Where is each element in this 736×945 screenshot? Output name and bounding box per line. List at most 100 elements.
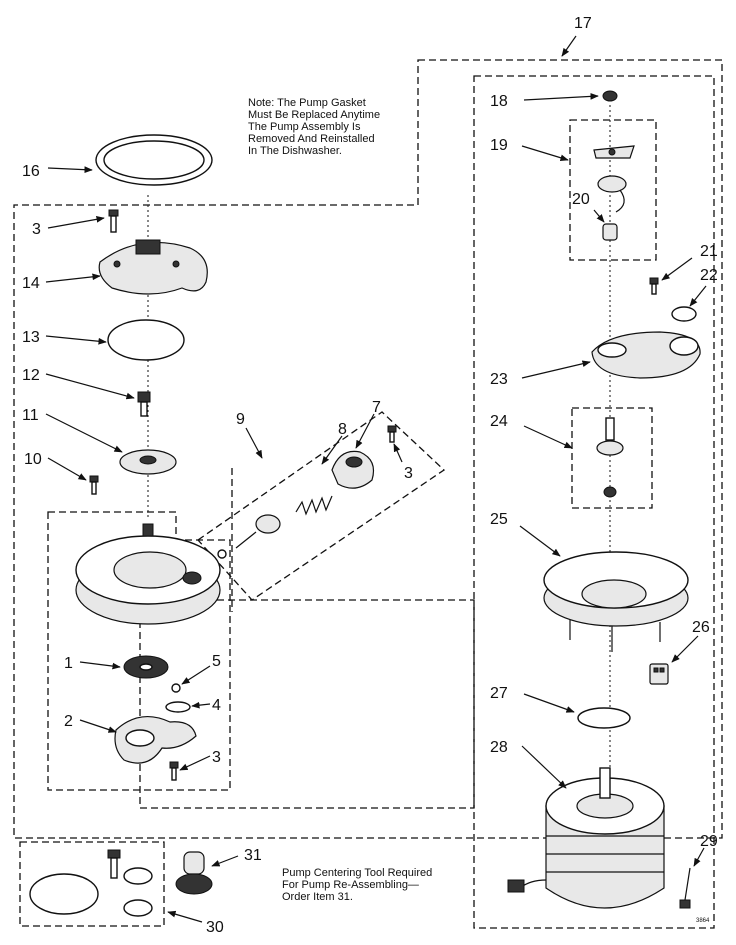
leader-8 [321, 435, 343, 465]
spring-8 [295, 495, 333, 516]
pump-gasket-16 [95, 134, 213, 186]
leader-25 [519, 525, 561, 557]
callout-11: 11 [22, 407, 39, 424]
leader-26 [671, 635, 699, 663]
seal-assembly-24 [596, 417, 624, 498]
callout-25: 25 [490, 511, 508, 528]
bolt-kit [107, 849, 121, 879]
filter-screen-1 [123, 655, 169, 679]
callout-3-kit: 3 [404, 465, 413, 482]
leader-3-kit [393, 443, 403, 463]
callout-17: 17 [574, 15, 592, 32]
leader-18 [523, 93, 599, 101]
pump-housing [75, 523, 221, 625]
callout-30: 30 [206, 919, 224, 936]
o-ring-4 [165, 701, 191, 713]
callout-4: 4 [212, 697, 221, 714]
item-9-kit-boundary [197, 411, 446, 601]
callout-8: 8 [338, 421, 347, 438]
callout-13: 13 [22, 329, 40, 346]
leader-3-bottom [179, 755, 211, 771]
leader-20 [593, 209, 605, 223]
impeller-11 [119, 449, 177, 475]
leader-22 [689, 285, 707, 307]
centering-tool-31 [175, 851, 213, 895]
leader-30 [167, 910, 203, 923]
leader-13 [45, 335, 107, 345]
motor-plate-23 [591, 331, 701, 379]
spring-clip [597, 175, 627, 213]
item-24-kit-boundary [571, 407, 653, 509]
callout-14: 14 [22, 275, 40, 292]
pump-cover-14 [98, 239, 208, 295]
pump-base-2 [114, 715, 197, 764]
screw-3-bottom [169, 761, 179, 781]
screw-3-top [108, 209, 119, 233]
nut-18 [602, 90, 618, 102]
item-19-kit-boundary [569, 119, 657, 261]
cam-19 [593, 145, 635, 159]
callout-16: 16 [22, 163, 40, 180]
seal-ring-13 [107, 319, 185, 361]
callout-19: 19 [490, 137, 508, 154]
diverter-valve-7 [331, 450, 375, 489]
leader-12 [45, 373, 135, 400]
callout-20: 20 [572, 191, 590, 208]
callout-31: 31 [244, 847, 262, 864]
plunger [217, 514, 281, 559]
bolt-12 [137, 391, 151, 417]
callout-29: 29 [700, 833, 718, 850]
screw-3-kit [387, 425, 397, 443]
leader-27 [523, 693, 575, 713]
screw-21 [649, 277, 659, 295]
grommet-22 [671, 306, 697, 322]
pump-housing-group-boundary [47, 511, 231, 791]
callout-22: 22 [700, 267, 718, 284]
leader-28 [521, 745, 567, 789]
callout-3-top: 3 [32, 221, 41, 238]
drawing-code: 3864 [696, 918, 710, 924]
item-30-kit-boundary [19, 841, 165, 927]
callout-10: 10 [24, 451, 42, 468]
terminal-block-26 [649, 663, 669, 685]
callout-1: 1 [64, 655, 73, 672]
motor-mount-25 [543, 551, 689, 652]
leader-23 [521, 360, 591, 379]
callout-28: 28 [490, 739, 508, 756]
callout-21: 21 [700, 243, 718, 260]
centering-tool-note: Pump Centering Tool Required For Pump Re… [282, 867, 433, 903]
check-ball-5 [171, 683, 181, 693]
callout-12: 12 [22, 367, 40, 384]
pump-gasket-note: Note: The Pump Gasket Must Be Replaced A… [248, 97, 381, 157]
leader-3-top [47, 216, 105, 229]
callout-24: 24 [490, 413, 508, 430]
callout-2: 2 [64, 713, 73, 730]
motor-bolt-29 [679, 867, 691, 909]
leader-19 [521, 145, 569, 162]
grommet-kit [123, 867, 153, 885]
callout-7: 7 [372, 399, 381, 416]
gasket-ring-kit [29, 873, 99, 915]
lower-pump-boundary [139, 599, 475, 809]
leader-4 [191, 701, 211, 709]
item-17-outer-boundary [13, 59, 723, 839]
callout-23: 23 [490, 371, 508, 388]
slinger-disc-27 [577, 707, 631, 729]
leader-16 [47, 166, 93, 174]
leader-11 [45, 413, 123, 453]
leader-2 [79, 719, 117, 733]
leader-31 [211, 855, 239, 867]
seal-kit [123, 899, 153, 917]
leader-14 [45, 273, 101, 283]
leader-5 [181, 665, 211, 685]
leader-10 [47, 457, 87, 481]
leader-7 [355, 413, 375, 449]
callout-5: 5 [212, 653, 221, 670]
motor-28 [507, 767, 665, 909]
callout-18: 18 [490, 93, 508, 110]
callout-26: 26 [692, 619, 710, 636]
leader-29 [693, 847, 705, 867]
motor-group-boundary [473, 75, 715, 929]
leader-17 [561, 35, 577, 57]
